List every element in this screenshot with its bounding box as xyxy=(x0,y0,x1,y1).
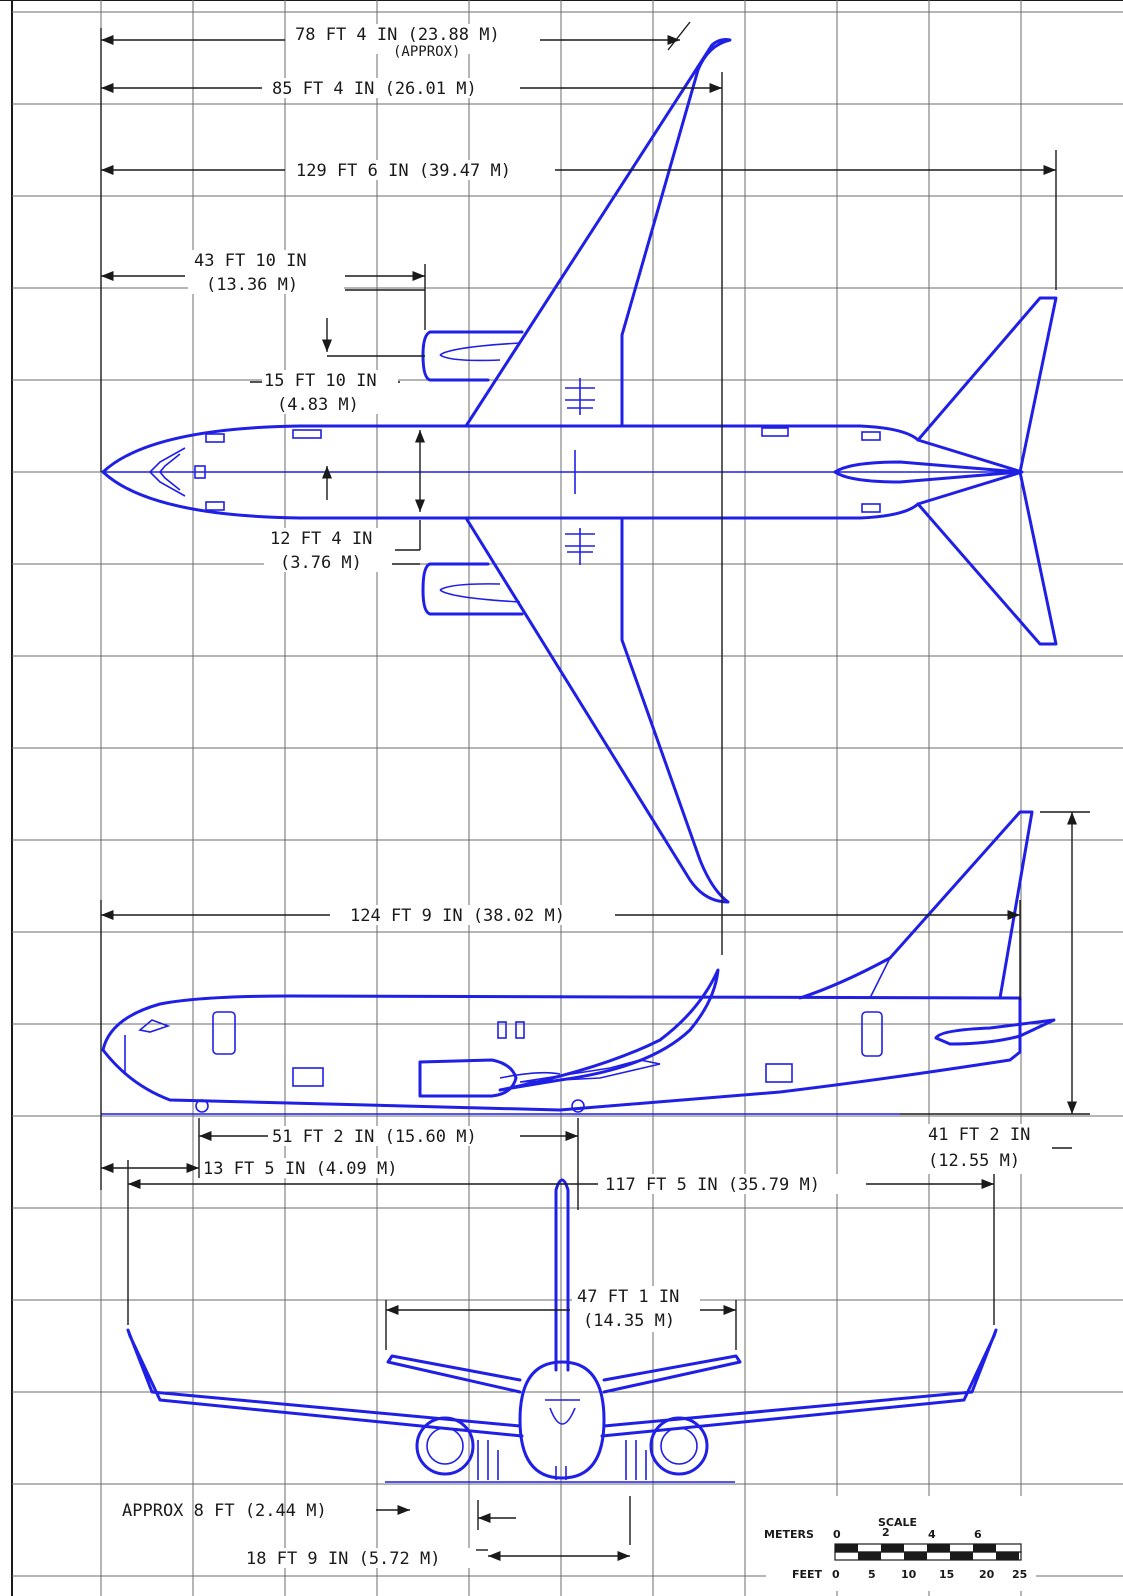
svg-text:5: 5 xyxy=(868,1568,876,1581)
side-fuselage xyxy=(101,994,1022,1112)
label-height: 41 FT 2 IN xyxy=(928,1125,1030,1145)
label-height-m: (12.55 M) xyxy=(928,1151,1020,1171)
svg-text:0: 0 xyxy=(833,1528,841,1541)
scale-bar: SCALE METERS 0 2 4 6 FEET 0 5 10 15 20 2… xyxy=(764,1496,1036,1591)
fwd-door-side xyxy=(212,1011,236,1055)
front-left-wing xyxy=(126,1328,524,1438)
left-stabilizer xyxy=(916,296,1058,474)
front-gear xyxy=(477,1440,647,1480)
label-stab-to-nose: 85 FT 4 IN (26.01 M) xyxy=(272,79,477,99)
cockpit-window-side xyxy=(138,1019,171,1033)
main-gear-side xyxy=(571,1099,585,1113)
label-overall-length: 129 FT 6 IN (39.47 M) xyxy=(296,161,511,181)
label-engine-offset: 15 FT 10 IN xyxy=(264,371,377,391)
svg-text:6: 6 xyxy=(974,1528,982,1541)
svg-text:15: 15 xyxy=(939,1568,954,1581)
scale-title: SCALE xyxy=(878,1516,917,1529)
front-fin xyxy=(554,1178,570,1372)
door-top-fwd-left xyxy=(205,433,225,443)
scale-feet-label: FEET xyxy=(792,1568,823,1581)
label-tailplane-span-m: (14.35 M) xyxy=(583,1311,675,1331)
right-engine xyxy=(421,562,524,616)
left-engine xyxy=(421,330,524,382)
label-nose-gear: 13 FT 5 IN (4.09 M) xyxy=(203,1159,397,1179)
side-engine xyxy=(418,1058,518,1098)
svg-text:25: 25 xyxy=(1012,1568,1027,1581)
svg-text:4: 4 xyxy=(928,1528,936,1541)
scale-meters-label: METERS xyxy=(764,1528,814,1541)
front-right-engine xyxy=(649,1416,709,1476)
top-view xyxy=(101,38,1058,904)
right-stabilizer xyxy=(916,470,1058,646)
nose-gear-side xyxy=(195,1099,209,1113)
label-ground-clearance: APPROX 8 FT (2.44 M) xyxy=(122,1501,327,1521)
label-track: 18 FT 9 IN (5.72 M) xyxy=(246,1549,440,1569)
front-tailplane xyxy=(386,1354,742,1394)
front-view xyxy=(126,1178,998,1483)
label-tailplane-span: 47 FT 1 IN xyxy=(577,1287,679,1307)
label-fuselage-length: 124 FT 9 IN (38.02 M) xyxy=(350,906,565,926)
left-wing xyxy=(464,38,732,428)
side-view xyxy=(101,810,1056,1115)
front-cockpit xyxy=(545,1399,580,1425)
aft-door-side xyxy=(861,1011,883,1057)
svg-text:0: 0 xyxy=(832,1568,840,1581)
label-wingspan: 117 FT 5 IN (35.79 M) xyxy=(605,1175,820,1195)
label-fuselage-width-m: (3.76 M) xyxy=(280,553,362,573)
cargo-door-fwd xyxy=(292,1067,324,1087)
label-engine-offset-m: (4.83 M) xyxy=(277,395,359,415)
svg-text:10: 10 xyxy=(901,1568,917,1581)
cockpit-windows xyxy=(148,447,186,497)
label-span-approx: 78 FT 4 IN (23.88 M) xyxy=(295,25,500,45)
front-fuselage xyxy=(518,1360,606,1480)
front-right-wing xyxy=(600,1328,998,1438)
label-fuselage-width: 12 FT 4 IN xyxy=(270,529,372,549)
label-wheelbase: 51 FT 2 IN (15.60 M) xyxy=(272,1127,477,1147)
dimension-labels: 78 FT 4 IN (23.88 M) (APPROX) 85 FT 4 IN… xyxy=(122,24,1050,1569)
label-approx: (APPROX) xyxy=(393,44,460,60)
cargo-door-aft xyxy=(765,1063,793,1083)
top-fuselage xyxy=(101,424,1024,520)
vertical-fin xyxy=(798,810,1034,1000)
side-wing xyxy=(498,968,720,1092)
fin-top-view xyxy=(833,460,1022,484)
svg-text:20: 20 xyxy=(979,1568,995,1581)
label-engine-position: 43 FT 10 IN xyxy=(194,251,307,271)
front-left-engine xyxy=(415,1416,475,1476)
right-wing xyxy=(464,516,730,904)
svg-text:2: 2 xyxy=(882,1526,890,1539)
side-stabilizer xyxy=(934,1018,1056,1046)
main-gear-mark-left xyxy=(565,378,595,415)
label-engine-position-m: (13.36 M) xyxy=(206,275,298,295)
